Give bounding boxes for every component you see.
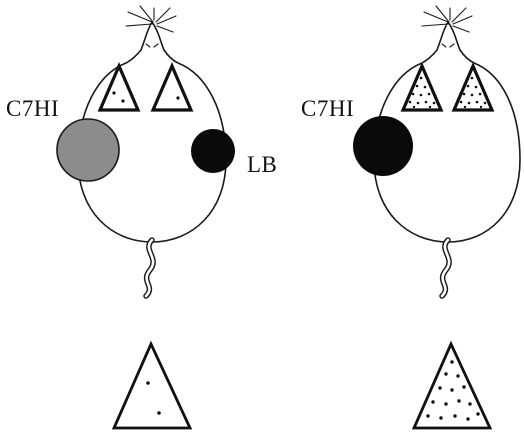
left-rat-injection-right (153, 66, 191, 110)
left-rat-lb-site (191, 129, 235, 173)
left-rat-lb-label: LB (247, 152, 277, 177)
left-rat-c7hi-site (57, 119, 119, 181)
right-rat-snout-detail (442, 44, 454, 47)
left-rat-c7hi-label: C7HI (6, 96, 59, 121)
right-rat-injection-right (454, 66, 492, 110)
left-rat-snout-detail (146, 44, 158, 47)
right-rat: C7HI (301, 6, 520, 296)
right-rat-c7hi-label: C7HI (301, 96, 354, 121)
right-enlarged-triangle (414, 344, 490, 428)
right-rat-injection-left (403, 66, 441, 110)
left-rat-whiskers (126, 6, 176, 32)
left-rat-injection-left (100, 66, 138, 110)
right-rat-c7hi-site (353, 116, 413, 176)
right-rat-tail (442, 240, 449, 296)
right-rat-whiskers (422, 6, 472, 32)
left-rat: C7HI LB (6, 6, 277, 296)
left-rat-tail (146, 240, 153, 296)
left-enlarged-triangle (114, 344, 190, 428)
